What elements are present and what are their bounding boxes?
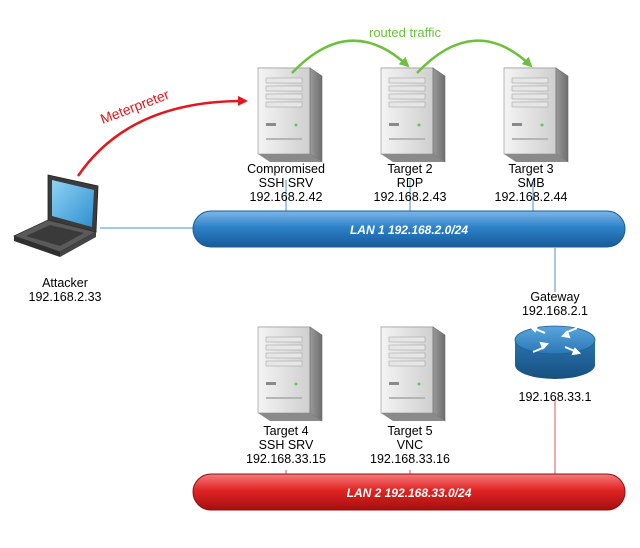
gateway-label: Gateway 192.168.2.1 bbox=[495, 290, 615, 318]
laptop-icon bbox=[12, 174, 99, 257]
attacker-name: Attacker bbox=[42, 276, 88, 290]
attacker-ip: 192.168.2.33 bbox=[28, 290, 102, 304]
lan1-label: LAN 1 192.168.2.0/24 bbox=[350, 223, 468, 237]
server-icon-target2 bbox=[380, 67, 446, 163]
lan2-bar: LAN 2 192.168.33.0/24 bbox=[192, 473, 626, 511]
target4-label: Target 4 SSH SRV 192.168.33.15 bbox=[226, 424, 346, 466]
gateway-ip-lan1: 192.168.2.1 bbox=[521, 304, 589, 318]
routed-arrow-1 bbox=[291, 39, 410, 74]
target4-role: SSH SRV bbox=[258, 438, 314, 452]
target5-label: Target 5 VNC 192.168.33.16 bbox=[350, 424, 470, 466]
routed-arrow-2 bbox=[416, 39, 533, 74]
gateway-name: Gateway bbox=[530, 290, 580, 304]
server-icon-target4 bbox=[257, 326, 323, 422]
router-icon bbox=[514, 324, 596, 379]
compromised-name: Compromised bbox=[247, 162, 325, 176]
target2-role: RDP bbox=[396, 176, 424, 190]
target2-label: Target 2 RDP 192.168.2.43 bbox=[350, 162, 470, 204]
meterpreter-arrow bbox=[76, 95, 248, 177]
target2-name: Target 2 bbox=[387, 162, 433, 176]
target3-role: SMB bbox=[517, 176, 545, 190]
target4-ip: 192.168.33.15 bbox=[246, 452, 326, 466]
target2-ip: 192.168.2.43 bbox=[373, 190, 447, 204]
target5-ip: 192.168.33.16 bbox=[370, 452, 450, 466]
gateway-ip-lan2-label: 192.168.33.1 bbox=[495, 390, 615, 404]
server-icon-target5 bbox=[380, 326, 446, 422]
target3-name: Target 3 bbox=[508, 162, 554, 176]
server-icon-target3 bbox=[503, 67, 569, 163]
target5-name: Target 5 bbox=[387, 424, 433, 438]
target5-role: VNC bbox=[396, 438, 424, 452]
compromised-ip: 192.168.2.42 bbox=[249, 190, 323, 204]
target3-ip: 192.168.2.44 bbox=[494, 190, 568, 204]
target3-label: Target 3 SMB 192.168.2.44 bbox=[471, 162, 591, 204]
compromised-label: Compromised SSH SRV 192.168.2.42 bbox=[226, 162, 346, 204]
target4-name: Target 4 bbox=[263, 424, 309, 438]
gateway-ip-lan2: 192.168.33.1 bbox=[518, 390, 592, 404]
compromised-role: SSH SRV bbox=[258, 176, 314, 190]
routed-traffic-label: routed traffic bbox=[369, 25, 442, 40]
server-icon-compromised bbox=[257, 67, 323, 163]
lan2-label: LAN 2 192.168.33.0/24 bbox=[347, 486, 472, 500]
attacker-label: Attacker 192.168.2.33 bbox=[5, 276, 125, 304]
lan1-bar: LAN 1 192.168.2.0/24 bbox=[192, 210, 626, 248]
